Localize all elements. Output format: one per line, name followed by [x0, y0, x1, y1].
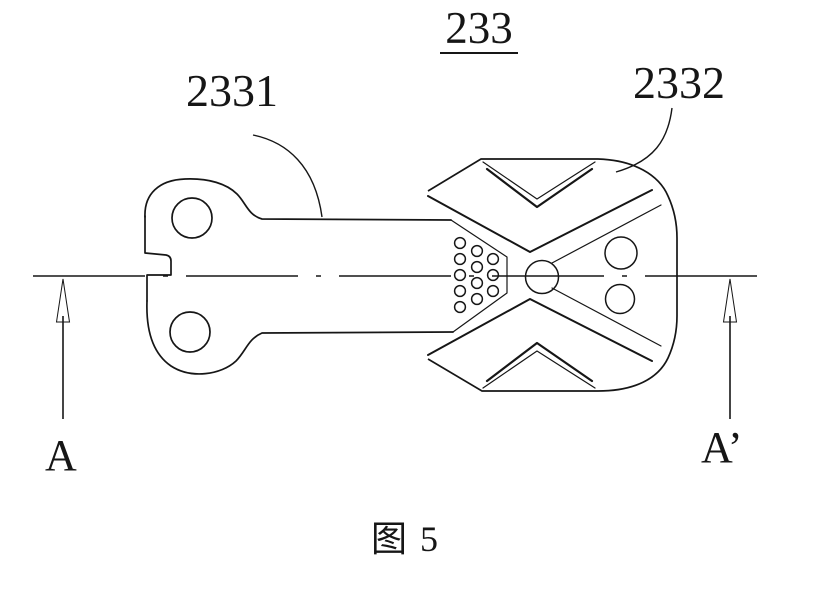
- head-part-outline: [427, 158, 678, 392]
- bottom-groove-outer: [482, 350, 596, 389]
- head-groove-bands: [427, 161, 662, 389]
- arm-bottom-contour: [146, 300, 454, 375]
- label-arm-part: 2331: [186, 65, 278, 116]
- arm-lower-hole: [169, 311, 211, 353]
- arrow-head-icon: [55, 278, 71, 323]
- leader-line-2332: [615, 107, 673, 173]
- top-groove-inner: [485, 167, 594, 209]
- arm-left-edge-and-notch: [144, 215, 172, 302]
- bottom-groove-inner: [485, 341, 594, 383]
- upper-x-groove-main: [427, 189, 653, 253]
- section-marker-left: A: [45, 431, 77, 480]
- arrow-head-icon: [722, 278, 738, 323]
- section-arrow-right: [722, 278, 738, 419]
- section-arrow-left: [55, 278, 71, 419]
- head-holes: [524, 236, 638, 315]
- head-lower-right-hole: [604, 283, 636, 315]
- head-upper-right-hole: [604, 236, 638, 270]
- upper-x-groove-secondary-right: [551, 204, 662, 264]
- lower-x-groove-secondary-right: [551, 287, 662, 347]
- dot-hole-cluster: [453, 236, 500, 314]
- figure-reference-number: 233: [440, 6, 518, 54]
- top-groove-outer: [482, 161, 596, 200]
- label-head-part: 2332: [633, 57, 725, 108]
- section-marker-right: A’: [701, 423, 743, 472]
- head-center-hole: [524, 259, 560, 295]
- figure-caption: 图 5: [371, 519, 441, 559]
- arm-top-contour: [144, 178, 452, 221]
- dot-pocket-boundary: [450, 219, 508, 333]
- arm-part-outline: [144, 178, 454, 375]
- lower-x-groove-main: [427, 298, 653, 362]
- arm-upper-hole: [171, 197, 213, 239]
- leader-line-2331: [252, 134, 323, 218]
